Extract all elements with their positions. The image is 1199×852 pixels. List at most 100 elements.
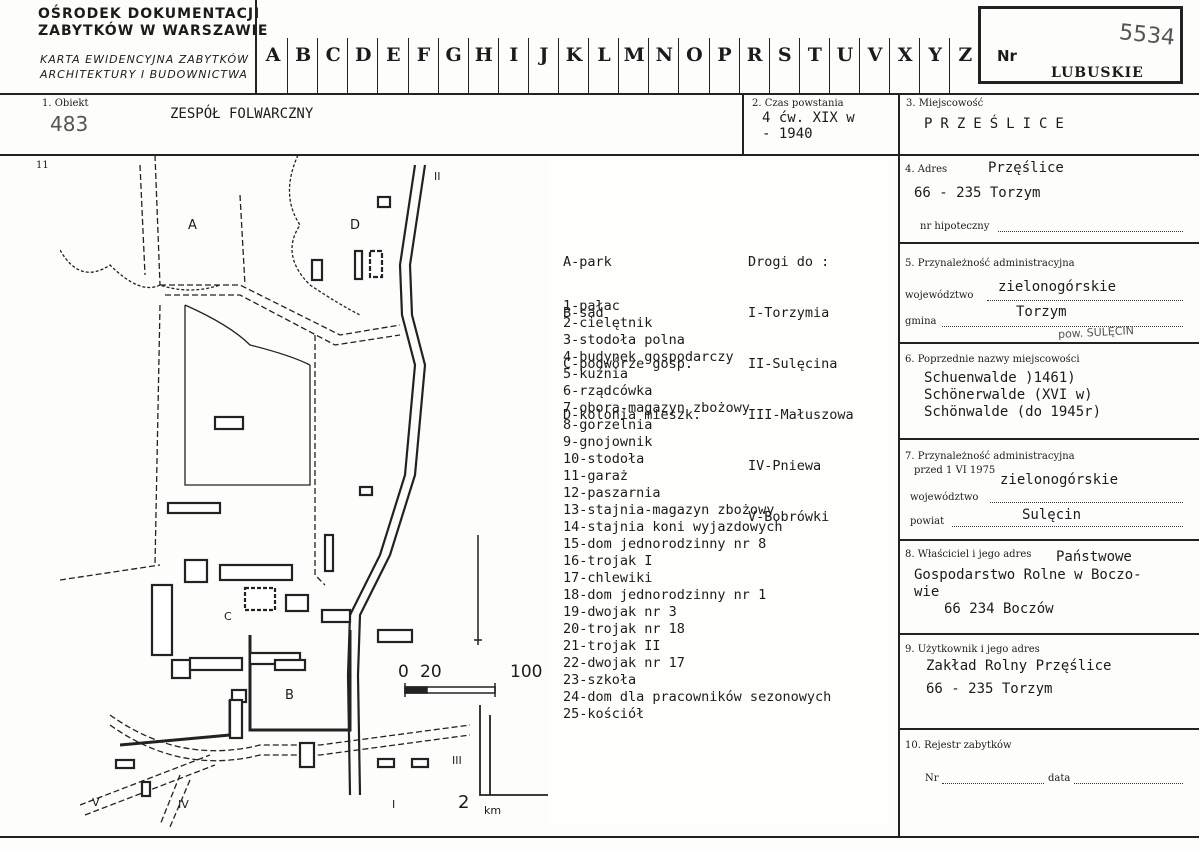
area-label-c: C bbox=[224, 610, 232, 623]
letter-index-item: L bbox=[597, 44, 611, 66]
building-25 bbox=[376, 628, 414, 644]
gmina-value: Torzym bbox=[1016, 304, 1067, 320]
driveway bbox=[60, 564, 161, 581]
wojewodztwo-value: zielonogórskie bbox=[998, 279, 1117, 295]
region-label: LUBUSKIE bbox=[1051, 65, 1144, 81]
letter-index-item: A bbox=[265, 44, 281, 66]
wlasciciel-line3: wie bbox=[914, 584, 940, 600]
poprz-line1: Schuenwalde )1461) bbox=[924, 370, 1076, 386]
road-label-4: IV bbox=[178, 798, 189, 811]
building-19 bbox=[358, 485, 374, 497]
poprz-line3: Schönwalde (do 1945r) bbox=[924, 404, 1102, 420]
legend-area-a: A-park bbox=[563, 254, 612, 270]
driveway bbox=[154, 304, 161, 566]
letter-index-item: J bbox=[539, 44, 549, 66]
legend-roads: Drogi do : I-Torzymia II-Sulęcina III-Ma… bbox=[748, 220, 854, 543]
building-1 bbox=[320, 608, 352, 624]
building-17 bbox=[353, 249, 364, 281]
woj2-value: zielonogórskie bbox=[1000, 472, 1119, 488]
obiekt-label: 1. Obiekt bbox=[42, 98, 89, 109]
building-12 bbox=[170, 658, 192, 680]
gmina-label: gmina bbox=[905, 316, 937, 327]
letter-index-item: B bbox=[295, 44, 312, 66]
powiat-value: Sulęcin bbox=[1022, 507, 1082, 523]
legend-item: 11-garaż bbox=[563, 468, 629, 484]
letter-separator bbox=[317, 38, 319, 93]
legend-item: 24-dom dla pracowników sezonowych bbox=[563, 689, 832, 705]
letter-index-item: I bbox=[509, 44, 519, 66]
legend-road-4: IV-Pniewa bbox=[748, 458, 822, 474]
legend-item: 20-trojak nr 18 bbox=[563, 621, 685, 637]
wlasciciel-label: 8. Właściciel i jego adres bbox=[905, 549, 1032, 560]
letter-index-item: N bbox=[655, 44, 673, 66]
przyn-label: 5. Przynależność administracyjna bbox=[905, 258, 1075, 269]
letter-index-item: D bbox=[355, 44, 372, 66]
north-arrow bbox=[474, 535, 482, 645]
letter-separator bbox=[828, 38, 830, 93]
divider bbox=[898, 728, 1199, 730]
letter-index-item: T bbox=[807, 44, 822, 66]
rejestr-data-label: data bbox=[1048, 773, 1071, 784]
park-pavilion bbox=[213, 415, 245, 431]
letter-separator bbox=[407, 38, 409, 93]
legend-item: 8-gorzelnia bbox=[563, 417, 653, 433]
letter-index-item: O bbox=[686, 44, 703, 66]
cottage bbox=[298, 741, 316, 769]
adres-line1: Przęślice bbox=[988, 160, 1064, 176]
legend-area-c: C-podwórze gosp. bbox=[563, 356, 694, 372]
legend-areas: A-park B-sad C-podwórze gosp. D-kolonia … bbox=[563, 220, 701, 441]
letter-separator bbox=[558, 38, 559, 93]
przed-label: przed 1 VI 1975 bbox=[914, 465, 996, 476]
card-type: KARTA EWIDENCYJNA ZABYTKÓW ARCHITEKTURY … bbox=[40, 52, 249, 82]
czas-label: 2. Czas powstania bbox=[752, 98, 844, 109]
letter-index-item: E bbox=[386, 44, 401, 66]
building-13 bbox=[188, 656, 244, 672]
scale-label-20: 20 bbox=[420, 662, 442, 682]
building-3 bbox=[228, 698, 244, 740]
road-label-3: III bbox=[452, 754, 462, 767]
legend-item: 23-szkoła bbox=[563, 672, 637, 688]
driveway bbox=[239, 194, 246, 286]
building-18 bbox=[376, 195, 392, 209]
uzytkownik-line2: 66 - 235 Torzym bbox=[926, 681, 1053, 697]
park-boundary bbox=[60, 155, 361, 316]
scale-bar bbox=[404, 683, 496, 697]
building-10 bbox=[150, 583, 174, 657]
scale-label-100: 100 bbox=[510, 662, 543, 682]
letter-separator bbox=[287, 38, 289, 93]
building-16 bbox=[368, 249, 384, 279]
czas-value-line1: 4 ćw. XIX w bbox=[762, 110, 855, 126]
letter-separator bbox=[467, 38, 469, 93]
building-7 bbox=[218, 563, 294, 582]
plan-label: 11 bbox=[36, 160, 49, 171]
letter-index-item: U bbox=[836, 44, 854, 66]
legend-item: 13-stajnia-magazyn zbożowy bbox=[563, 502, 775, 518]
legend-roads-title: Drogi do : bbox=[748, 254, 830, 270]
gmina-note: pow. SULĘCIN bbox=[1057, 324, 1135, 341]
area-label-b: B bbox=[285, 688, 294, 703]
divider bbox=[0, 154, 1199, 156]
divider bbox=[0, 836, 1199, 838]
legend-item: 4-budynek gospodarczy bbox=[563, 349, 734, 365]
building-21 bbox=[410, 757, 430, 769]
building-9 bbox=[243, 586, 277, 612]
letter-separator bbox=[949, 38, 951, 93]
legend-item: 17-chlewiki bbox=[563, 570, 653, 586]
legend-road-2: II-Sulęcina bbox=[748, 356, 838, 372]
legend-item: 7-obora-magazyn zbożowy bbox=[563, 400, 750, 416]
site-map bbox=[60, 155, 550, 828]
legend-road-1: I-Torzymia bbox=[748, 305, 830, 321]
woj2-label: województwo bbox=[910, 492, 979, 503]
legend-road-5: V-Bobrówki bbox=[748, 509, 830, 525]
letter-separator bbox=[859, 38, 860, 93]
letter-index-item: R bbox=[746, 44, 763, 66]
road-label-1: I bbox=[392, 798, 396, 811]
building-23 bbox=[114, 758, 136, 770]
letter-separator bbox=[497, 38, 499, 93]
divider bbox=[898, 342, 1199, 344]
legend-item: 25-kościół bbox=[563, 706, 645, 722]
letter-separator bbox=[527, 38, 529, 93]
legend-item: 10-stodoła bbox=[563, 451, 645, 467]
letter-separator bbox=[798, 38, 800, 93]
